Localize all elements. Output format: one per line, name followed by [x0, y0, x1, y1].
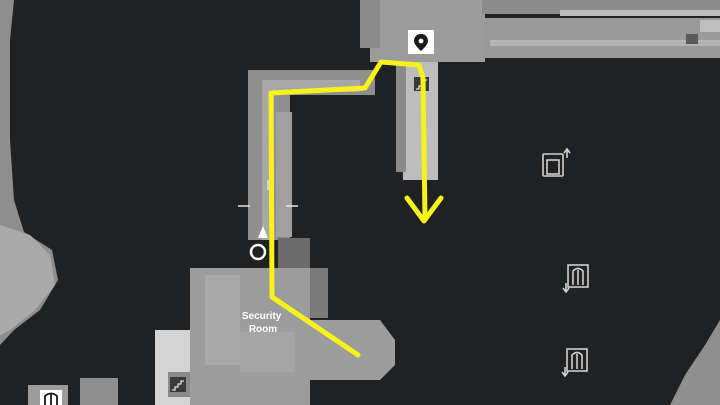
elevator-icon[interactable] — [40, 390, 62, 405]
elevator-up-icon[interactable] — [542, 147, 571, 177]
stairs-icon[interactable] — [170, 377, 186, 392]
elevator-down-icon[interactable] — [562, 264, 589, 294]
route-end-arrow — [404, 195, 444, 224]
room-label-security: Security Room — [242, 311, 284, 335]
player-position-icon — [249, 226, 268, 261]
floor-area-top — [360, 0, 720, 180]
waypoint-pin-icon[interactable] — [408, 30, 434, 54]
floor-area-right — [670, 320, 720, 405]
elevator-down-icon[interactable] — [561, 348, 588, 378]
route-path — [268, 59, 444, 358]
floor-area-left — [0, 0, 58, 345]
corridor-markers — [238, 180, 298, 207]
floor-area-security-room — [28, 268, 395, 405]
floor-area-corridor — [248, 70, 375, 268]
